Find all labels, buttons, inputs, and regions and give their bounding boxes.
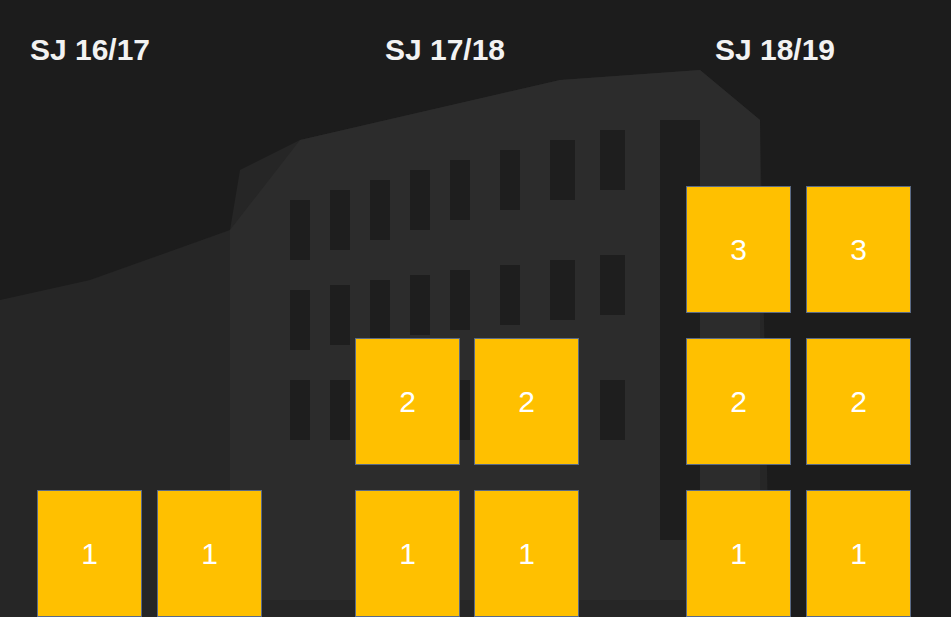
year-box: 2 (806, 338, 911, 465)
year-box: 1 (686, 490, 791, 617)
box-number: 3 (730, 233, 747, 267)
box-number: 1 (81, 537, 98, 571)
box-number: 2 (730, 385, 747, 419)
year-box: 1 (806, 490, 911, 617)
year-box: 3 (806, 186, 911, 313)
year-heading: SJ 17/18 (385, 33, 505, 67)
year-box: 1 (157, 490, 262, 617)
box-number: 1 (201, 537, 218, 571)
box-number: 1 (730, 537, 747, 571)
year-box: 1 (37, 490, 142, 617)
year-heading: SJ 18/19 (715, 33, 835, 67)
year-heading: SJ 16/17 (30, 33, 150, 67)
box-number: 3 (850, 233, 867, 267)
box-number: 2 (518, 385, 535, 419)
year-box: 2 (355, 338, 460, 465)
box-number: 1 (850, 537, 867, 571)
year-box: 1 (474, 490, 579, 617)
box-number: 1 (518, 537, 535, 571)
year-box: 1 (355, 490, 460, 617)
year-box: 2 (474, 338, 579, 465)
box-number: 2 (850, 385, 867, 419)
box-number: 1 (399, 537, 416, 571)
box-number: 2 (399, 385, 416, 419)
year-box: 3 (686, 186, 791, 313)
year-box: 2 (686, 338, 791, 465)
